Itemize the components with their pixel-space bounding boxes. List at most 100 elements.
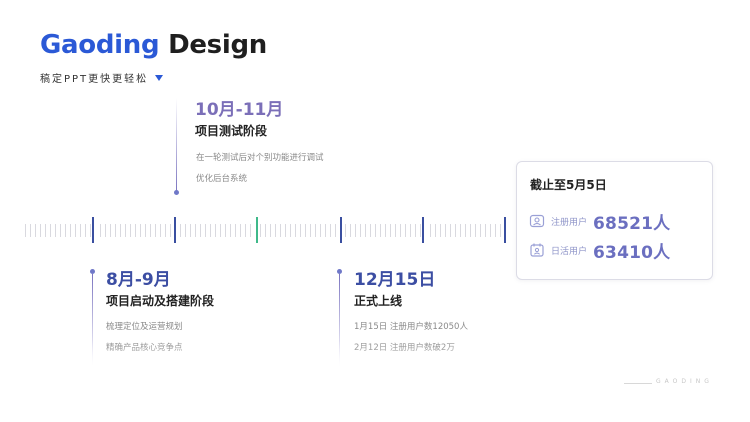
- timeline-tick: [445, 224, 446, 237]
- milestone-connector: [339, 274, 340, 366]
- milestone-connector: [176, 98, 177, 192]
- timeline-tick: [370, 224, 371, 237]
- timeline-tick: [50, 224, 51, 237]
- timeline-tick: [205, 224, 206, 237]
- timeline-tick: [80, 224, 81, 237]
- slogan-text: 稿定PPT更快更轻松: [40, 74, 149, 85]
- timeline-tick: [495, 224, 496, 237]
- timeline-tick: [195, 224, 196, 237]
- stats-card-title: 截止至5月5日: [530, 178, 607, 192]
- footer-divider: [624, 383, 652, 384]
- timeline-tick: [315, 224, 316, 237]
- timeline-tick: [190, 224, 191, 237]
- timeline-tick: [400, 224, 401, 237]
- timeline-ruler: [25, 217, 506, 243]
- triangle-down-icon: [155, 75, 164, 81]
- timeline-tick: [440, 224, 441, 237]
- milestone-note: 优化后台系统: [196, 174, 248, 184]
- timeline-tick: [420, 224, 421, 237]
- timeline-tick: [85, 224, 86, 237]
- timeline-tick: [295, 224, 296, 237]
- timeline-tick: [35, 224, 36, 237]
- stat-value: 63410人: [593, 242, 671, 263]
- timeline-tick: [460, 224, 461, 237]
- timeline-tick: [480, 224, 481, 237]
- timeline-tick: [435, 224, 436, 237]
- stat-row-registered: 注册用户 68521人: [529, 210, 670, 234]
- timeline-tick: [475, 224, 476, 237]
- timeline-tick: [355, 224, 356, 237]
- timeline-tick: [395, 224, 396, 237]
- stat-label: 注册用户: [551, 217, 588, 228]
- timeline-tick: [165, 224, 166, 237]
- timeline-tick: [300, 224, 301, 237]
- timeline-tick: [430, 224, 431, 237]
- timeline-tick: [75, 224, 76, 237]
- user-badge-icon: [529, 214, 545, 228]
- timeline-tick: [275, 224, 276, 237]
- timeline-tick: [235, 224, 236, 237]
- timeline-tick: [150, 224, 151, 237]
- timeline-tick: [140, 224, 141, 237]
- timeline-tick: [260, 224, 261, 237]
- timeline-tick: [350, 224, 351, 237]
- timeline-tick: [250, 224, 251, 237]
- timeline-tick: [310, 224, 311, 237]
- timeline-tick: [225, 224, 226, 237]
- timeline-tick: [335, 224, 336, 237]
- calendar-user-icon: [530, 243, 544, 257]
- timeline-tick: [380, 224, 381, 237]
- timeline-tick: [375, 224, 376, 237]
- timeline-tick: [360, 224, 361, 237]
- brand-slogan: 稿定PPT更快更轻松: [40, 70, 164, 85]
- milestone-title: 项目启动及搭建阶段: [106, 294, 215, 308]
- milestone-date: 12月15日: [354, 270, 436, 290]
- timeline-tick: [90, 224, 91, 237]
- timeline-tick: [405, 224, 406, 237]
- timeline-tick: [185, 224, 186, 237]
- timeline-tick: [245, 224, 246, 237]
- milestone-note: 梳理定位及运营规划: [106, 322, 183, 332]
- timeline-tick: [210, 224, 211, 237]
- stat-row-daily-active: 日活用户 63410人: [529, 239, 671, 263]
- timeline-tick: [390, 224, 391, 237]
- footer-brand-text: GAODING: [656, 378, 713, 385]
- milestone-date: 10月-11月: [195, 100, 284, 120]
- timeline-tick: [135, 224, 136, 237]
- timeline-tick: [455, 224, 456, 237]
- timeline-tick: [385, 224, 386, 237]
- timeline-tick: [215, 224, 216, 237]
- timeline-tick: [110, 224, 111, 237]
- timeline-tick: [465, 224, 466, 237]
- timeline-tick: [280, 224, 281, 237]
- timeline-tick: [40, 224, 41, 237]
- timeline-tick: [305, 224, 306, 237]
- timeline-tick: [500, 224, 501, 237]
- timeline-tick: [220, 224, 221, 237]
- timeline-tick: [120, 224, 121, 237]
- timeline-tick: [325, 224, 326, 237]
- timeline-tick: [345, 224, 346, 237]
- timeline-tick: [415, 224, 416, 237]
- timeline-tick: [115, 224, 116, 237]
- timeline-tick: [130, 224, 131, 237]
- timeline-tick: [170, 224, 171, 237]
- milestone-title: 正式上线: [354, 294, 403, 308]
- timeline-tick: [30, 224, 31, 237]
- brand-logo: Gaoding Design: [40, 30, 267, 60]
- milestone-dot: [174, 190, 179, 195]
- timeline-tick: [470, 224, 471, 237]
- timeline-tick: [320, 224, 321, 237]
- milestone-title: 项目测试阶段: [195, 124, 268, 138]
- milestone-note: 2月12日 注册用户数破2万: [354, 343, 455, 353]
- stat-label: 日活用户: [551, 246, 588, 257]
- stats-card: 截止至5月5日 注册用户 68521人 日活用户 63410人: [516, 161, 713, 280]
- timeline-tick: [105, 224, 106, 237]
- milestone-dot: [90, 269, 95, 274]
- timeline-tick: [160, 224, 161, 237]
- timeline-tick: [65, 224, 66, 237]
- milestone-date: 8月-9月: [106, 270, 171, 290]
- timeline-tick: [240, 224, 241, 237]
- timeline-tick: [25, 224, 26, 237]
- timeline-tick: [100, 224, 101, 237]
